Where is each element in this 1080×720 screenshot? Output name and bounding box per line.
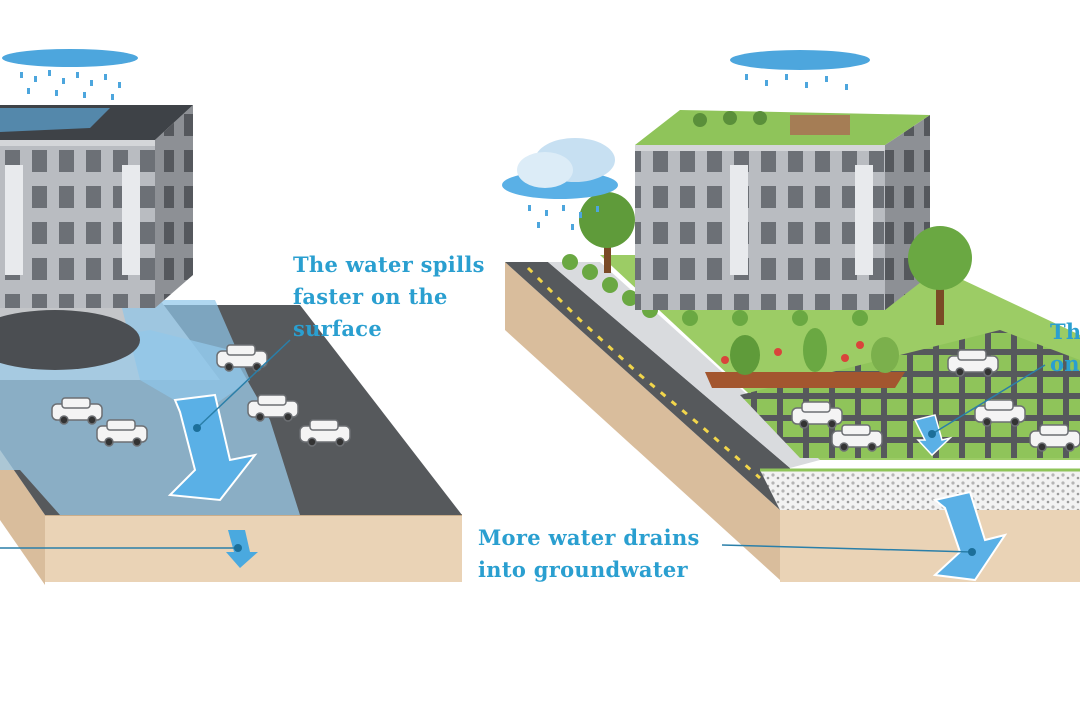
left-rain-cloud	[2, 49, 138, 100]
right-shrubs	[562, 254, 868, 326]
left-scene	[0, 49, 462, 585]
green-roof	[635, 110, 930, 145]
groundwater-label-line: into groundwater	[478, 557, 688, 582]
cropped-surface-label-line: on	[1050, 351, 1080, 376]
right-callout-line-top	[931, 364, 1046, 435]
right-soil-side	[505, 262, 780, 580]
left-soil-side	[0, 450, 45, 585]
surface-runoff-label-line: The water spills	[293, 252, 485, 277]
left-pond	[0, 310, 140, 370]
surface-runoff-label-line: surface	[293, 316, 383, 341]
right-scene	[502, 50, 1080, 582]
groundwater-label-line: More water drains	[478, 525, 700, 550]
right-planter	[705, 328, 905, 388]
right-soil-front	[780, 510, 1080, 582]
surface-runoff-label: The water spills faster on the surface	[293, 249, 485, 345]
right-tree-left	[579, 192, 635, 273]
cropped-surface-label-line: Th	[1050, 319, 1080, 344]
left-building	[0, 105, 193, 308]
left-infiltration-arrow	[226, 530, 258, 568]
right-cars	[791, 349, 1080, 452]
surface-runoff-label-line: faster on the	[293, 284, 448, 309]
left-surface-runoff-arrow	[167, 393, 258, 502]
left-callout-line	[196, 339, 291, 429]
right-infiltration-arrow	[932, 490, 1008, 582]
right-tree-right	[908, 226, 972, 325]
groundwater-label: More water drains into groundwater	[478, 522, 700, 586]
storm-cloud	[502, 138, 618, 230]
right-rain-cloud	[730, 50, 870, 90]
right-gravel-trench	[760, 470, 1080, 510]
right-road	[505, 262, 790, 510]
right-building	[635, 110, 930, 310]
right-callout-line-bottom	[721, 544, 973, 553]
cropped-surface-label: Th on	[1050, 316, 1080, 380]
